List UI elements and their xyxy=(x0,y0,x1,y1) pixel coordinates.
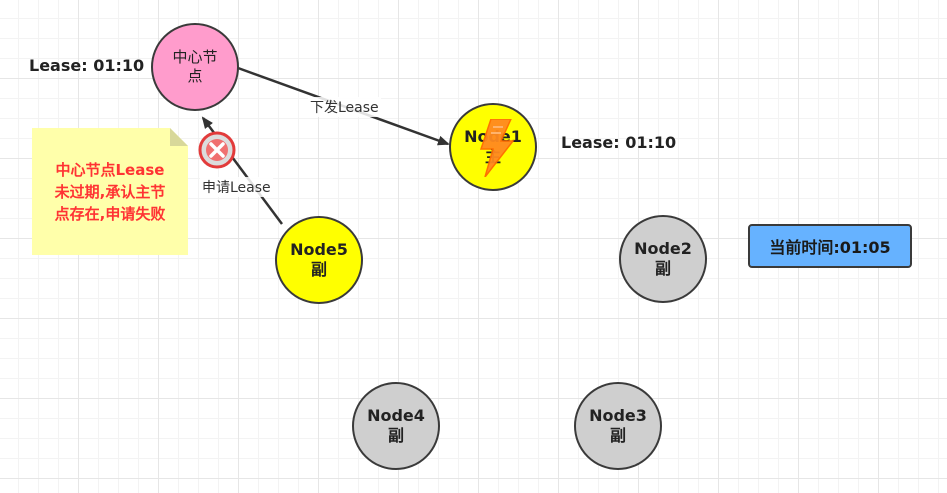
node2-role: 副 xyxy=(654,259,671,278)
current-time-label: 当前时间:01:05 xyxy=(769,238,891,257)
note-text: 中心节点Lease 未过期,承认主节 点存在,申请失败 xyxy=(54,160,166,223)
sticky-note: 中心节点Lease 未过期,承认主节 点存在,申请失败 xyxy=(32,128,188,255)
center-node-line1: 中心节 xyxy=(172,48,218,66)
center-node[interactable]: 中心节 点 xyxy=(151,23,239,111)
node5-role: 副 xyxy=(310,260,327,279)
node5[interactable]: Node5 副 xyxy=(275,216,363,304)
center-node-line2: 点 xyxy=(187,67,203,85)
node2-name: Node2 xyxy=(634,239,692,258)
lightning-icon xyxy=(479,119,515,177)
apply-lease-label: 申请Lease xyxy=(200,177,273,197)
node2[interactable]: Node2 副 xyxy=(619,215,707,303)
node4-name: Node4 xyxy=(367,406,425,425)
cross-circle-icon xyxy=(198,131,236,169)
node3-role: 副 xyxy=(609,426,626,445)
node1-lease-label: Lease: 01:10 xyxy=(561,133,677,152)
node1[interactable]: Node1 主 xyxy=(449,103,537,191)
node4-role: 副 xyxy=(387,426,404,445)
issue-lease-label: 下发Lease xyxy=(308,97,381,117)
current-time-box[interactable]: 当前时间:01:05 xyxy=(748,224,912,268)
node3-name: Node3 xyxy=(589,406,647,425)
node5-name: Node5 xyxy=(290,240,348,259)
node3[interactable]: Node3 副 xyxy=(574,382,662,470)
center-lease-label: Lease: 01:10 xyxy=(29,56,145,75)
node4[interactable]: Node4 副 xyxy=(352,382,440,470)
